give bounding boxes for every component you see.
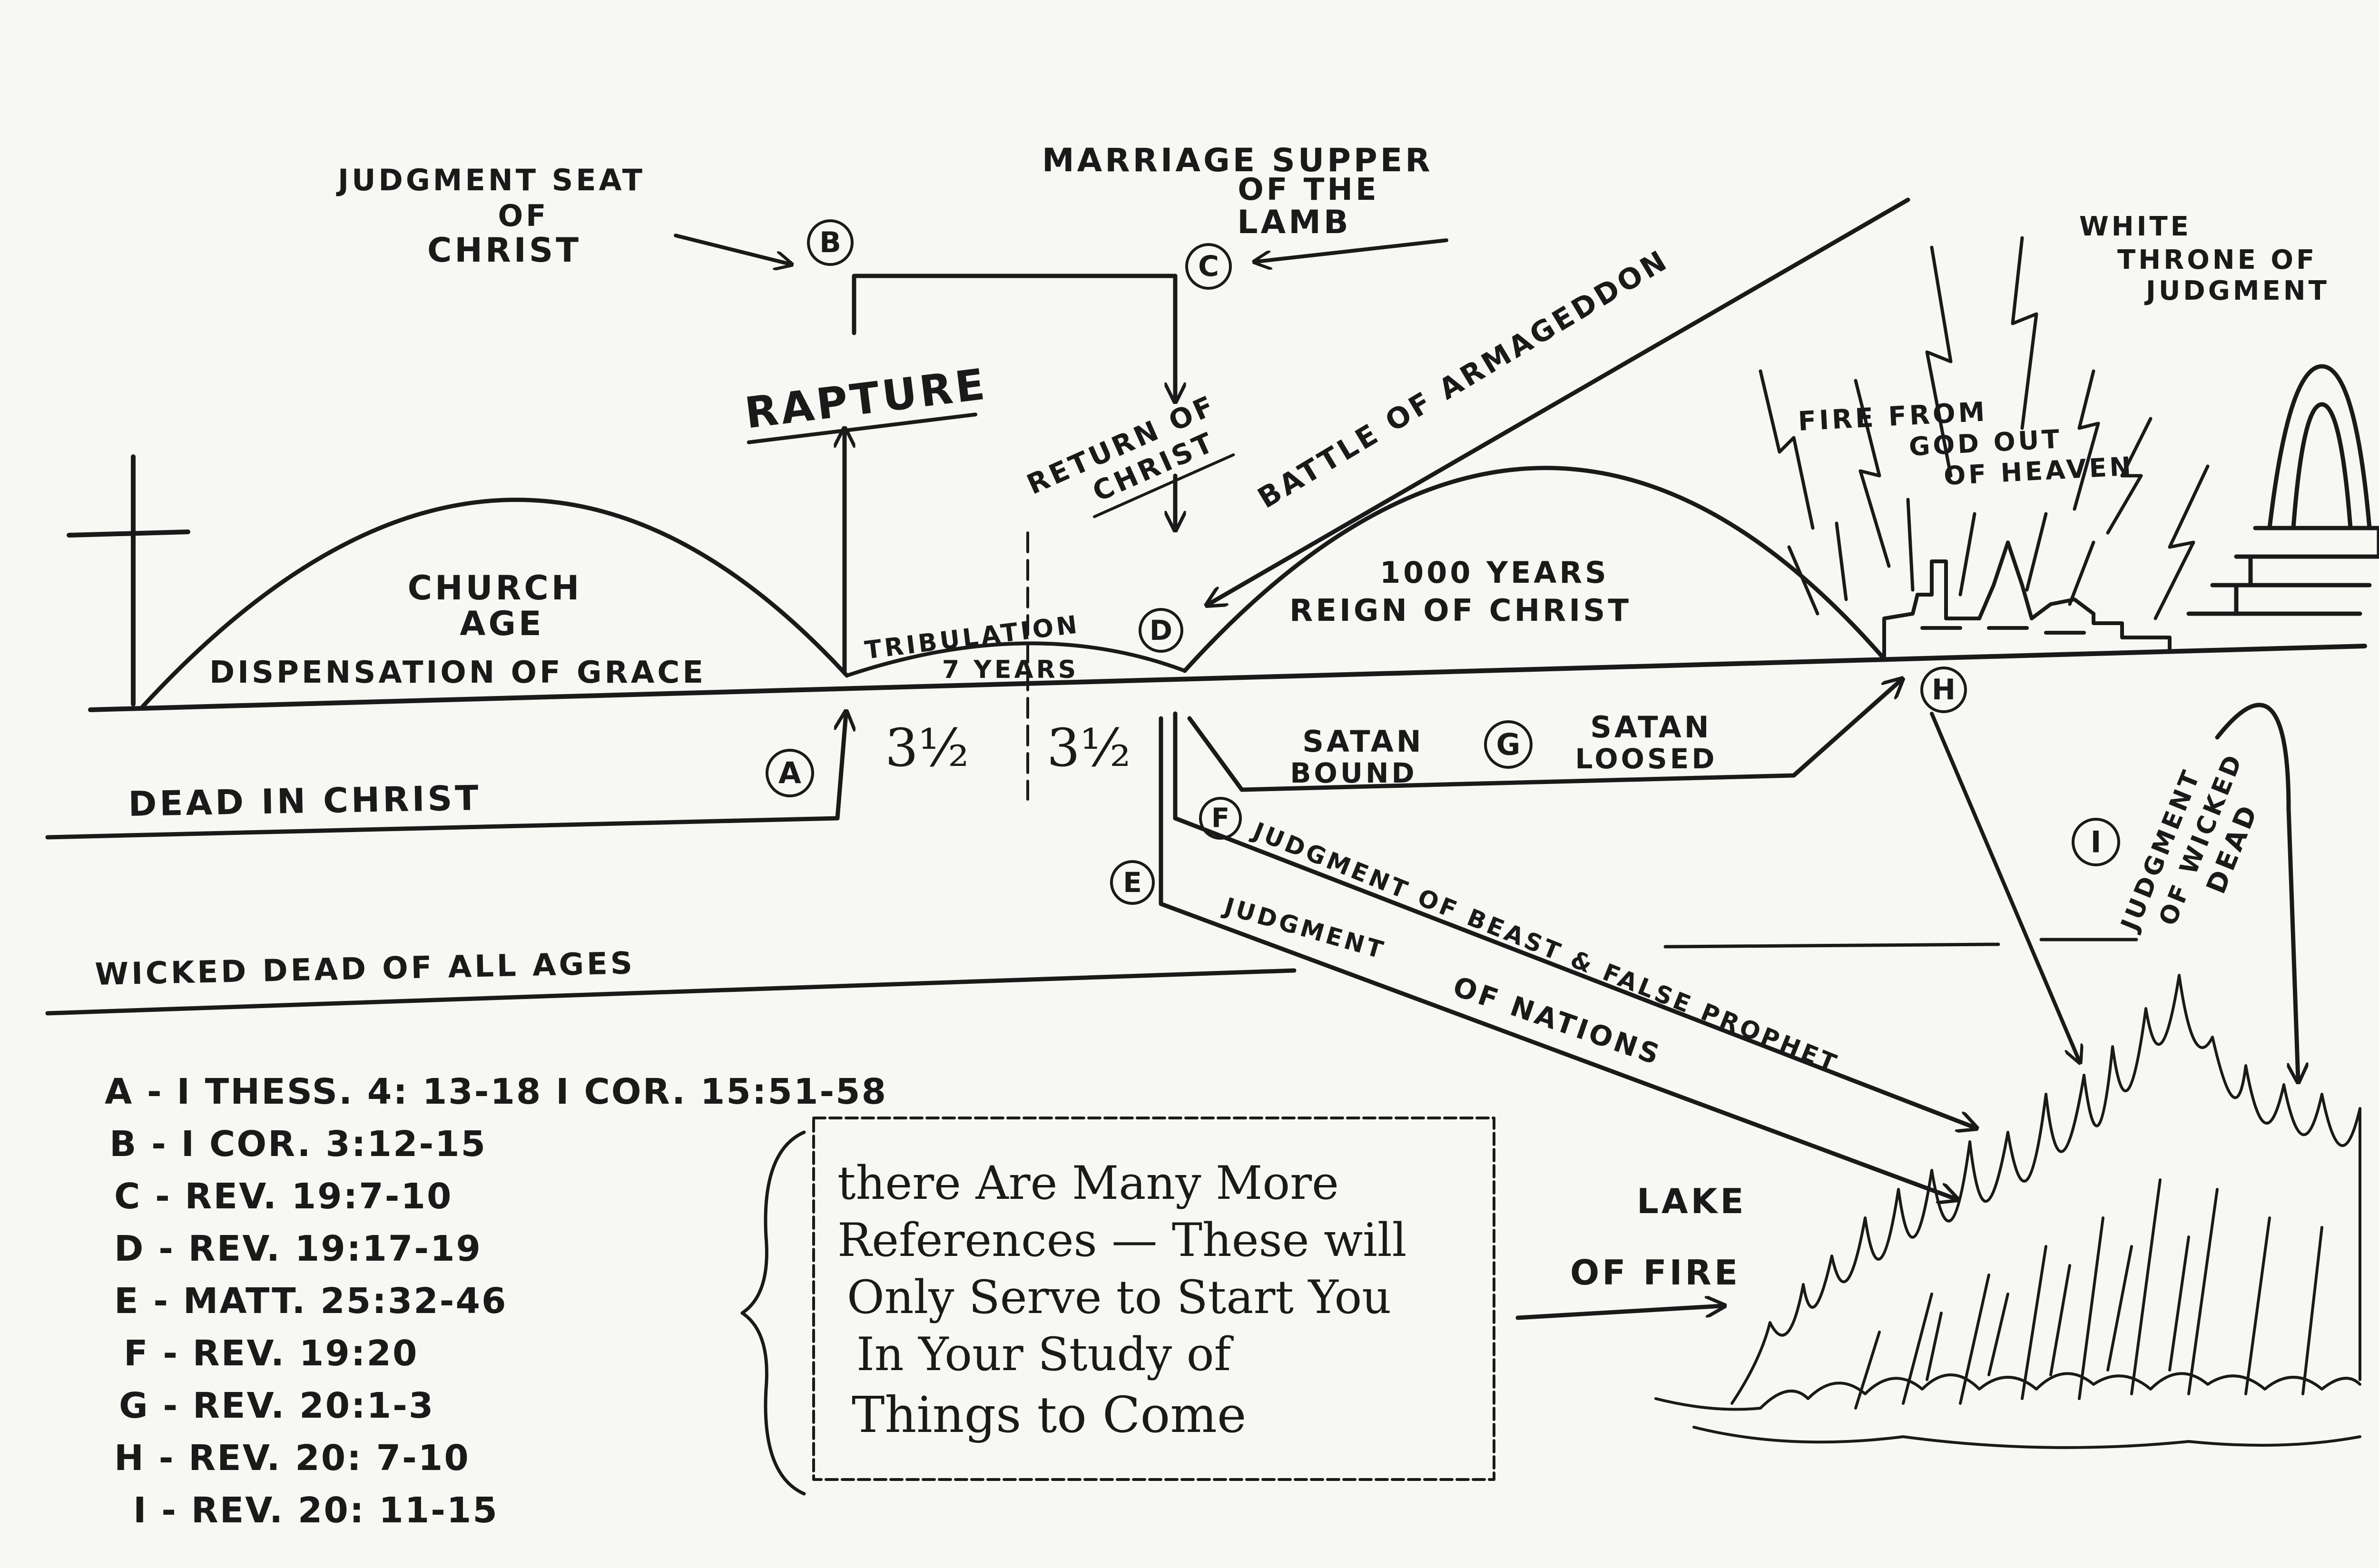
satan-path	[1187, 680, 1901, 792]
reference-e: E - MATT. 25:32-46	[114, 1281, 507, 1322]
satan-bound-2: BOUND	[1290, 757, 1417, 789]
tribulation-arc	[845, 641, 1187, 677]
church-age-arc	[140, 498, 849, 709]
marker-d: D	[1139, 608, 1183, 653]
lamb-arrow	[1256, 238, 1448, 262]
main-timeline	[88, 644, 2367, 712]
white-throne-label-3: JUDGMENT	[2144, 275, 2330, 306]
white-throne-label-1: WHITE	[2079, 211, 2192, 242]
marker-e: E	[1110, 860, 1155, 905]
reference-d: D - REV. 19:17-19	[114, 1228, 482, 1269]
svg-text:C: C	[1198, 250, 1219, 283]
reference-i: I - REV. 20: 11-15	[133, 1490, 499, 1531]
tribulation-label-2: 7 YEARS	[942, 656, 1079, 684]
fire-rays	[1759, 236, 2210, 620]
marker-a: A	[766, 749, 814, 797]
church-label-2: AGE	[460, 604, 544, 643]
svg-text:A: A	[778, 756, 801, 791]
white-throne-icon	[2186, 364, 2379, 616]
rapture-underline	[747, 412, 978, 444]
marriage-supper-label-2: OF THE	[1238, 172, 1379, 207]
satan-bound-1: SATAN	[1302, 724, 1424, 759]
svg-text:E: E	[1123, 866, 1142, 899]
reference-list: A - I THESS. 4: 13-18 I COR. 15:51-58 B …	[105, 1071, 887, 1531]
marker-i: I	[2072, 818, 2120, 866]
reference-c: C - REV. 19:7-10	[114, 1176, 452, 1217]
judgment-nations-line	[1159, 716, 1956, 1199]
dead-in-christ-line	[45, 816, 840, 840]
return-underline	[1092, 453, 1235, 519]
svg-text:G: G	[1496, 727, 1521, 762]
judgment-seat-label-1: JUDGMENT SEAT	[336, 163, 645, 197]
marker-g: G	[1484, 720, 1533, 769]
b-to-c-path	[852, 274, 1175, 400]
satan-loosed-2: LOOSED	[1575, 743, 1717, 775]
judgment-seat-label-2: OF	[498, 198, 549, 233]
lake-label-1: LAKE	[1637, 1181, 1747, 1221]
thousand-years-label: 1000 YEARS	[1380, 555, 1609, 590]
svg-text:B: B	[819, 226, 841, 259]
armageddon-arrow	[1209, 197, 1910, 604]
reference-g: G - REV. 20:1-3	[119, 1385, 434, 1426]
lake-label-2: OF FIRE	[1570, 1253, 1740, 1293]
three-half-left: 3½	[885, 717, 969, 778]
svg-text:H: H	[1932, 673, 1956, 706]
reference-b: B - I COR. 3:12-15	[109, 1124, 487, 1165]
rapture-label-group: RAPTURE	[742, 359, 990, 444]
svg-text:D: D	[1150, 614, 1172, 647]
judgment-wicked-group: JUDGMENT OF WICKED DEAD	[2115, 749, 2264, 936]
judgment-seat-arrow	[674, 234, 790, 264]
satan-loosed-1: SATAN	[1590, 710, 1711, 745]
reference-h: H - REV. 20: 7-10	[114, 1438, 470, 1479]
note-line-4: In Your Study of	[856, 1328, 1234, 1381]
note-text: there Are Many More References — These w…	[837, 1156, 1406, 1444]
note-line-2: References — These will	[837, 1214, 1406, 1267]
svg-text:I: I	[2090, 825, 2101, 860]
reference-a: A - I THESS. 4: 13-18 I COR. 15:51-58	[105, 1071, 887, 1112]
judgment-nations-label-1: JUDGMENT	[1220, 892, 1389, 965]
divider-line-1	[1663, 942, 2000, 949]
marker-h: H	[1920, 666, 1967, 713]
reign-label: REIGN OF CHRIST	[1289, 593, 1632, 628]
white-throne-label-2: THRONE OF	[2117, 245, 2317, 275]
burning-city	[1882, 540, 2172, 661]
return-label-group: RETURN OF CHRIST	[1022, 389, 1235, 519]
three-half-right: 3½	[1047, 717, 1131, 778]
dispensation-label: DISPENSATION OF GRACE	[209, 655, 706, 690]
note-brace	[740, 1130, 806, 1496]
note-box	[812, 1117, 1495, 1481]
cross-bar	[67, 529, 190, 538]
judgment-beast-line	[1173, 711, 1975, 1127]
dead-in-christ-label: DEAD IN CHRIST	[128, 778, 482, 824]
millennium-arc	[1182, 466, 1887, 673]
lake-of-fire-flames	[1654, 974, 2361, 1449]
church-label-1: CHURCH	[408, 568, 582, 608]
wicked-dead-line	[45, 968, 1297, 1016]
note-line-5: Things to Come	[852, 1386, 1246, 1444]
h-to-lake-arrow	[1930, 712, 2079, 1061]
wicked-dead-label: WICKED DEAD OF ALL AGES	[95, 946, 636, 992]
note-line-3: Only Serve to Start You	[847, 1271, 1391, 1324]
marker-f: F	[1199, 797, 1242, 840]
marriage-supper-label-1: MARRIAGE SUPPER	[1042, 142, 1433, 179]
marker-c: C	[1185, 243, 1232, 290]
marriage-supper-label-3: LAMB	[1237, 204, 1351, 241]
judgment-seat-label-3: CHRIST	[427, 231, 581, 270]
reference-f: F - REV. 19:20	[124, 1333, 418, 1374]
fire-from-god-group: FIRE FROM GOD OUT OF HEAVEN	[1797, 396, 2134, 491]
white-throne-loop-arrow	[2215, 703, 2298, 1080]
marker-b: B	[807, 219, 854, 266]
svg-text:F: F	[1211, 803, 1229, 834]
rapture-up-arrow-lower	[837, 714, 846, 821]
note-line-1: there Are Many More	[837, 1156, 1339, 1210]
lake-arrow	[1515, 1306, 1722, 1320]
